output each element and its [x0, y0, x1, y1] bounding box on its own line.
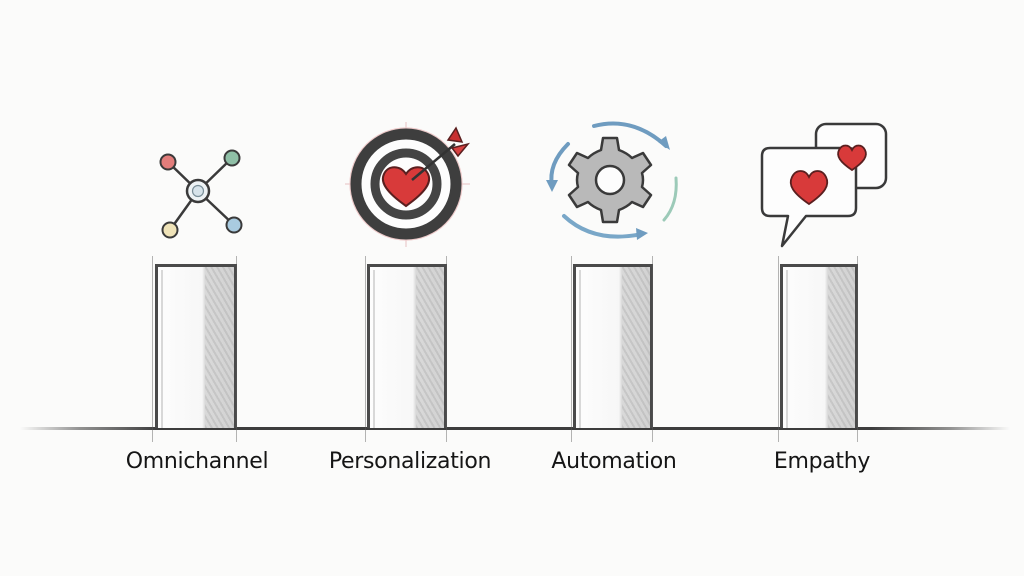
chat-hearts-icon: [760, 122, 888, 248]
network-nodes-icon: [159, 149, 243, 239]
sketch-guide: [236, 256, 237, 442]
pillar-label: Omnichannel: [125, 449, 269, 474]
pillar-label: Automation: [551, 449, 677, 474]
ground-line: [20, 427, 1010, 430]
pillar-label: Empathy: [773, 449, 871, 474]
sketch-guide: [446, 256, 447, 442]
sketch-guide: [365, 256, 366, 442]
gear-cycle-icon: [546, 121, 678, 240]
pillar-personalization: [367, 264, 447, 428]
sketch-guide: [152, 256, 153, 442]
sketch-guide: [571, 256, 572, 442]
target-heart-icon: [345, 122, 471, 247]
pillar-empathy: [780, 264, 858, 428]
sketch-guide: [652, 256, 653, 442]
sketch-guide: [778, 256, 779, 442]
sketch-guide: [857, 256, 858, 442]
pillar-omnichannel: [155, 264, 237, 428]
pillar-label: Personalization: [328, 449, 492, 474]
pillar-automation: [573, 264, 653, 428]
